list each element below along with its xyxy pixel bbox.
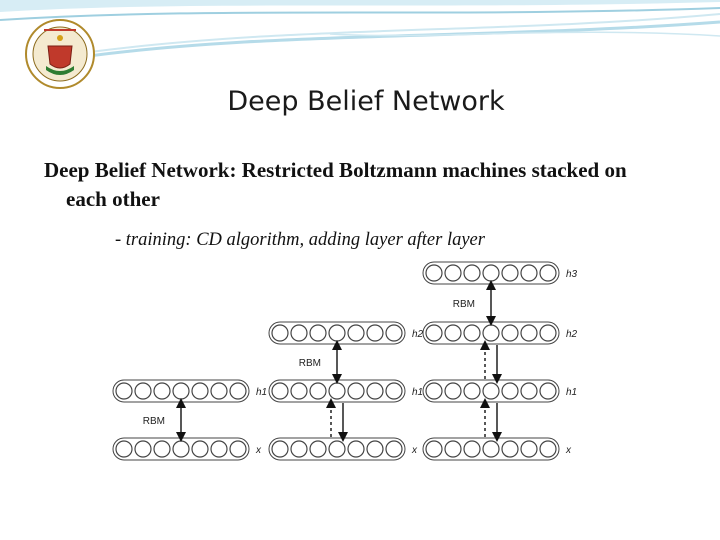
unit-node: [172, 382, 190, 400]
unit-node: [385, 382, 403, 400]
unit-node: [229, 440, 247, 458]
unit-node: [520, 264, 538, 282]
unit-node: [309, 382, 327, 400]
unit-node: [425, 382, 443, 400]
unit-node: [539, 440, 557, 458]
unit-node: [210, 382, 228, 400]
unit-node: [425, 324, 443, 342]
unit-node: [539, 324, 557, 342]
unit-node: [501, 382, 519, 400]
unit-node: [328, 382, 346, 400]
unit-node: [463, 440, 481, 458]
unit-node: [444, 324, 462, 342]
layer-label-h1: h1: [412, 387, 423, 398]
unit-node: [271, 324, 289, 342]
unit-node: [309, 324, 327, 342]
unit-node: [425, 440, 443, 458]
header-decoration: [0, 0, 720, 62]
layer-x-stage-1: x: [112, 437, 262, 461]
layer-label-x: x: [255, 445, 262, 456]
unit-node: [153, 382, 171, 400]
unit-node: [501, 324, 519, 342]
unit-node: [463, 264, 481, 282]
unit-node: [482, 264, 500, 282]
unit-node: [271, 382, 289, 400]
unit-node: [366, 382, 384, 400]
layer-h1-stage-1: h1: [112, 379, 267, 403]
unit-node: [134, 440, 152, 458]
unit-node: [210, 440, 228, 458]
unit-node: [229, 382, 247, 400]
unit-node: [134, 382, 152, 400]
unit-node: [115, 382, 133, 400]
rbm-label: RBM: [453, 299, 475, 310]
unit-node: [482, 440, 500, 458]
unit-node: [328, 440, 346, 458]
unit-node: [385, 324, 403, 342]
unit-node: [463, 324, 481, 342]
training-note: - training: CD algorithm, adding layer a…: [115, 230, 485, 250]
layer-x-stage-2: x: [268, 437, 418, 461]
unit-node: [366, 324, 384, 342]
layer-label-h2: h2: [566, 329, 578, 340]
layer-label-h3: h3: [566, 269, 578, 280]
unit-node: [539, 382, 557, 400]
unit-node: [482, 382, 500, 400]
university-seal-logo: [25, 19, 95, 89]
layer-h1-stage-2: h1: [268, 379, 423, 403]
unit-node: [444, 264, 462, 282]
layer-h2-stage-2: h2: [268, 321, 424, 345]
unit-node: [115, 440, 133, 458]
unit-node: [290, 382, 308, 400]
slide-title: Deep Belief Network: [227, 86, 505, 117]
unit-node: [444, 440, 462, 458]
layer-h2-stage-3: h2: [422, 321, 578, 345]
unit-node: [366, 440, 384, 458]
layer-h1-stage-3: h1: [422, 379, 577, 403]
unit-node: [290, 440, 308, 458]
layer-label-h1: h1: [566, 387, 577, 398]
unit-node: [444, 382, 462, 400]
unit-node: [520, 440, 538, 458]
unit-node: [385, 440, 403, 458]
unit-node: [271, 440, 289, 458]
unit-node: [191, 440, 209, 458]
unit-node: [347, 382, 365, 400]
layer-label-h1: h1: [256, 387, 267, 398]
body-text: Deep Belief Network: Restricted Boltzman…: [44, 158, 627, 211]
unit-node: [309, 440, 327, 458]
unit-node: [347, 440, 365, 458]
layer-label-x: x: [411, 445, 418, 456]
unit-node: [153, 440, 171, 458]
unit-node: [425, 264, 443, 282]
unit-node: [172, 440, 190, 458]
rbm-label: RBM: [299, 358, 321, 369]
layer-label-x: x: [565, 445, 572, 456]
layer-label-h2: h2: [412, 329, 424, 340]
dbn-stacking-diagram: h1 x h2 h1 x h3 h2 h1 x RBM RBM RBM: [112, 261, 578, 461]
unit-node: [539, 264, 557, 282]
unit-node: [520, 382, 538, 400]
unit-node: [501, 440, 519, 458]
unit-node: [290, 324, 308, 342]
unit-node: [482, 324, 500, 342]
unit-node: [347, 324, 365, 342]
unit-node: [463, 382, 481, 400]
rbm-label: RBM: [143, 416, 165, 427]
unit-node: [520, 324, 538, 342]
unit-node: [328, 324, 346, 342]
unit-node: [191, 382, 209, 400]
layer-x-stage-3: x: [422, 437, 572, 461]
layer-h3-stage-3: h3: [422, 261, 578, 285]
unit-node: [501, 264, 519, 282]
